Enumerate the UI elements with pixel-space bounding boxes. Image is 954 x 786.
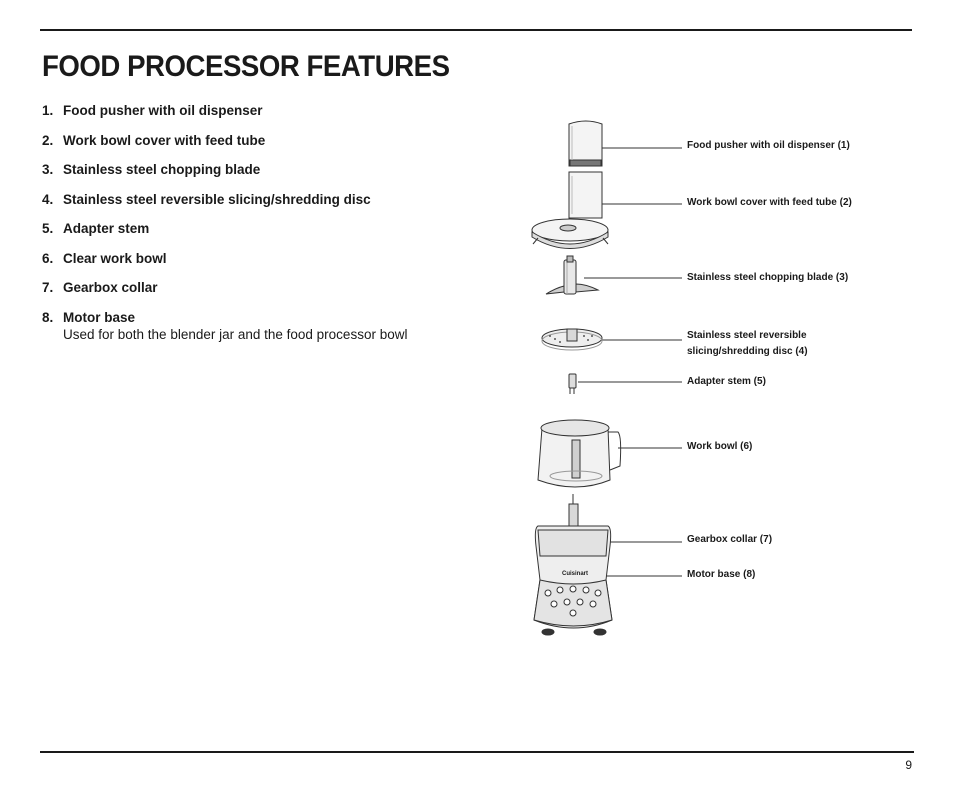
list-item-label: Food pusher with oil dispenser bbox=[63, 103, 263, 118]
callout-pusher: Food pusher with oil dispenser (1) bbox=[687, 140, 850, 151]
page-number: 9 bbox=[905, 758, 912, 772]
parts-diagram: Cuisinart Food pusher with oil dispenser… bbox=[520, 110, 900, 650]
top-rule bbox=[40, 29, 912, 31]
list-item-number: 8. bbox=[42, 310, 54, 325]
callout-stem: Adapter stem (5) bbox=[687, 376, 766, 387]
callout-disc-line2: slicing/shredding disc (4) bbox=[687, 346, 808, 357]
list-item-number: 4. bbox=[42, 192, 54, 207]
food-pusher-icon bbox=[568, 120, 603, 167]
bottom-rule bbox=[40, 751, 914, 753]
list-item-label: Work bowl cover with feed tube bbox=[63, 133, 266, 148]
callout-cover: Work bowl cover with feed tube (2) bbox=[687, 197, 852, 208]
bowl-cover-icon bbox=[531, 171, 609, 249]
list-item-number: 2. bbox=[42, 133, 54, 148]
list-item-label: Stainless steel reversible slicing/shred… bbox=[63, 192, 371, 207]
parts-illustration bbox=[531, 120, 682, 636]
callout-collar: Gearbox collar (7) bbox=[687, 534, 773, 545]
callout-blade: Stainless steel chopping blade (3) bbox=[687, 272, 849, 283]
list-item-number: 1. bbox=[42, 103, 54, 118]
callout-bowl: Work bowl (6) bbox=[687, 441, 753, 452]
motor-base-icon bbox=[533, 503, 613, 636]
list-item-number: 7. bbox=[42, 280, 54, 295]
list-item-number: 6. bbox=[42, 251, 54, 266]
list-item-label: Stainless steel chopping blade bbox=[63, 162, 261, 177]
work-bowl-icon bbox=[537, 419, 622, 488]
chopping-blade-icon bbox=[545, 255, 600, 295]
list-item-number: 3. bbox=[42, 162, 54, 177]
list-item-description: Used for both the blender jar and the fo… bbox=[63, 327, 408, 342]
callout-disc-line1: Stainless steel reversible bbox=[687, 330, 807, 341]
list-item-label: Clear work bowl bbox=[63, 251, 167, 266]
list-item-label: Adapter stem bbox=[63, 221, 150, 236]
brand-logo: Cuisinart bbox=[562, 571, 589, 577]
list-item-label: Gearbox collar bbox=[63, 280, 158, 295]
slicing-disc-icon bbox=[541, 328, 603, 351]
page-title: FOOD PROCESSOR FEATURES bbox=[42, 50, 450, 83]
callout-base: Motor base (8) bbox=[687, 569, 756, 580]
list-item-label: Motor base bbox=[63, 310, 136, 325]
list-item-number: 5. bbox=[42, 221, 54, 236]
adapter-stem-icon bbox=[568, 373, 577, 394]
